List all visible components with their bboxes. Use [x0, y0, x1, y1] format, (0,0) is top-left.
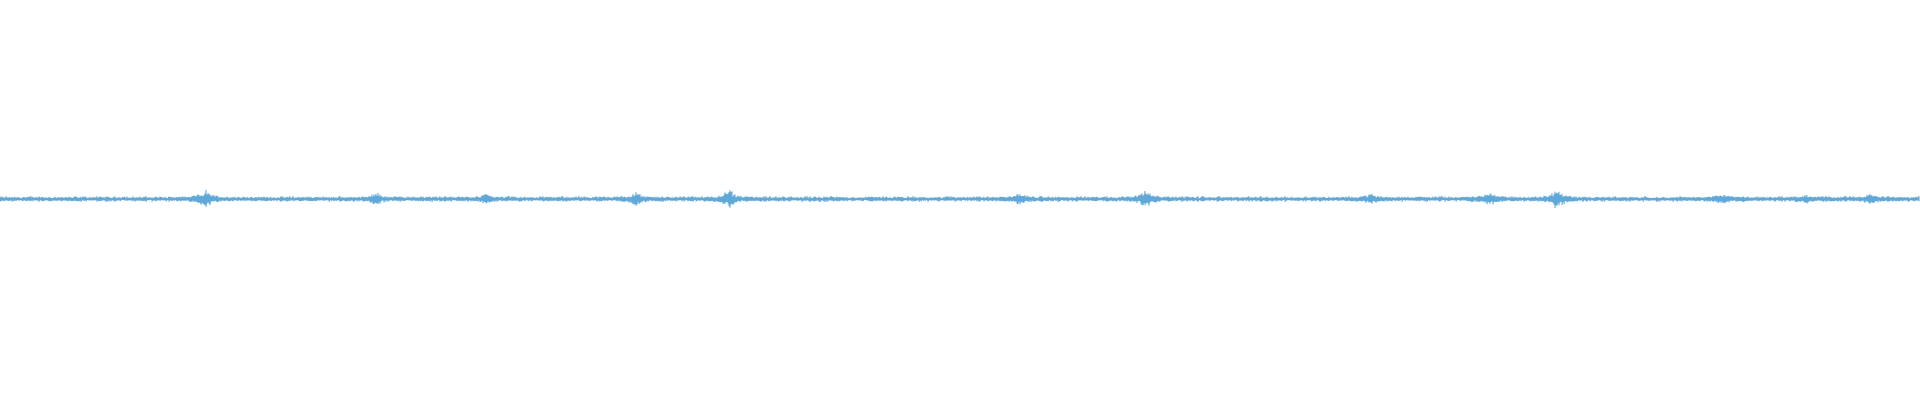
waveform-trace — [0, 189, 1920, 209]
